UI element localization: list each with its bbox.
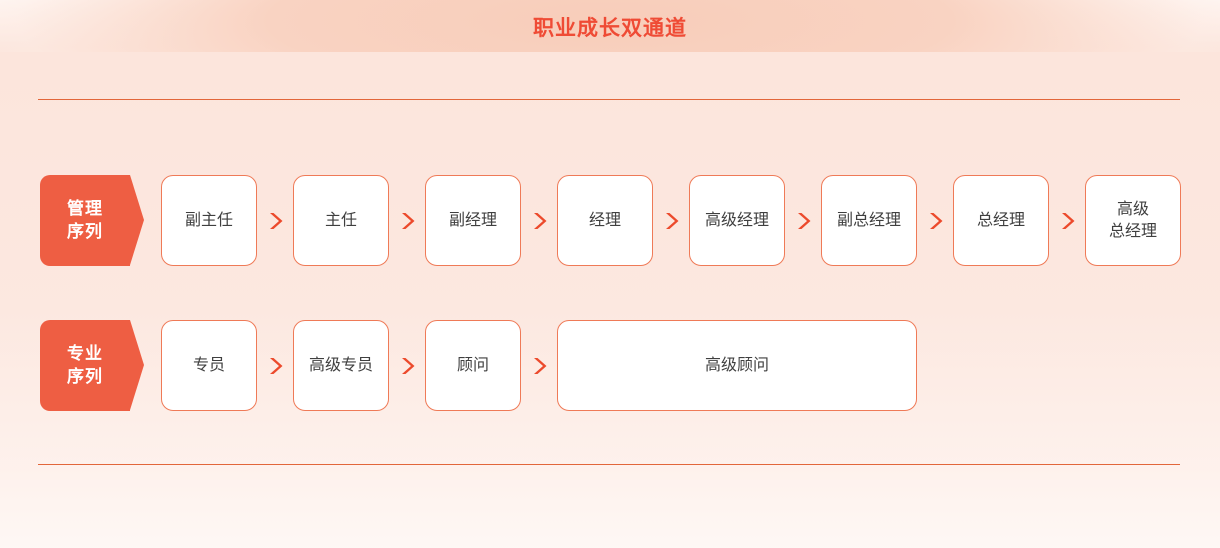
chevron-right-icon — [521, 211, 557, 231]
node-management-6[interactable]: 副总经理 — [821, 175, 917, 266]
divider-top — [38, 99, 1180, 100]
chevron-right-icon — [785, 211, 821, 231]
chevron-right-icon — [653, 211, 689, 231]
node-management-4[interactable]: 经理 — [557, 175, 653, 266]
track-label-line1: 管理 — [67, 198, 103, 218]
chevron-right-icon — [917, 211, 953, 231]
node-management-7[interactable]: 总经理 — [953, 175, 1049, 266]
divider-bottom — [38, 464, 1180, 465]
chevron-right-icon — [257, 356, 293, 376]
track-label-professional: 专业 序列 — [40, 320, 144, 411]
node-professional-4[interactable]: 高级顾问 — [557, 320, 917, 411]
node-management-2[interactable]: 主任 — [293, 175, 389, 266]
node-professional-3[interactable]: 顾问 — [425, 320, 521, 411]
chevron-right-icon — [1049, 211, 1085, 231]
title-background-band — [0, 0, 1220, 52]
chevron-right-icon — [257, 211, 293, 231]
node-management-3[interactable]: 副经理 — [425, 175, 521, 266]
page-title: 职业成长双通道 — [533, 17, 687, 40]
track-label-line2: 序列 — [67, 366, 103, 386]
chevron-right-icon — [521, 356, 557, 376]
node-management-5[interactable]: 高级经理 — [689, 175, 785, 266]
track-row-management: 管理 序列 副主任 主任 副经理 经理 高级经理 副总经理 总经理 — [0, 175, 1220, 266]
track-label-line2: 序列 — [67, 221, 103, 241]
track-label-line1: 专业 — [67, 343, 103, 363]
node-management-8[interactable]: 高级 总经理 — [1085, 175, 1181, 266]
node-professional-1[interactable]: 专员 — [161, 320, 257, 411]
track-label-management: 管理 序列 — [40, 175, 144, 266]
chevron-right-icon — [389, 356, 425, 376]
chevron-right-icon — [389, 211, 425, 231]
node-management-1[interactable]: 副主任 — [161, 175, 257, 266]
track-row-professional: 专业 序列 专员 高级专员 顾问 高级顾问 — [0, 320, 1220, 411]
node-professional-2[interactable]: 高级专员 — [293, 320, 389, 411]
